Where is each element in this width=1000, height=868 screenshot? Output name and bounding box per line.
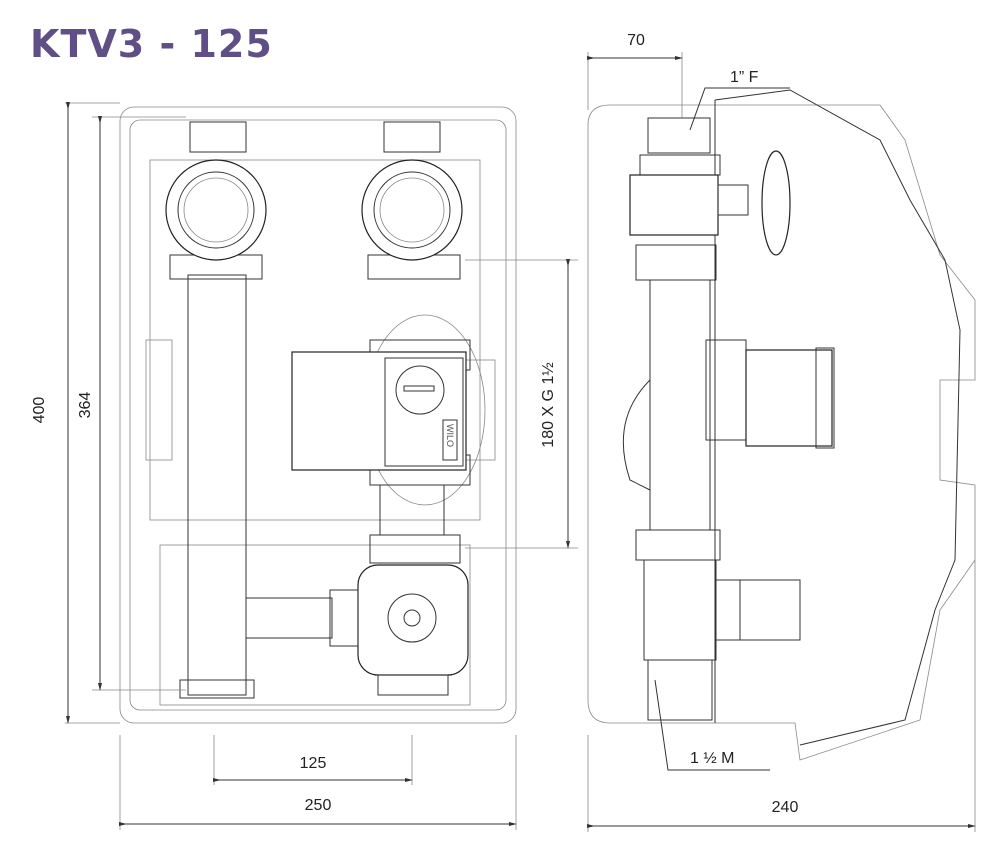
dimension-lines: 400 364 125 250 180 X G 1½ 70 <box>31 32 976 832</box>
pump-logo: WILO <box>445 424 455 447</box>
dimension-depth: 240 <box>772 799 799 816</box>
dimension-side-offset: 70 <box>627 32 645 49</box>
label-bottom-connection: 1 ½ M <box>690 750 734 767</box>
dimension-width: 250 <box>305 797 332 814</box>
product-title: KTV3 - 125 <box>30 22 273 66</box>
dimension-height-inner: 364 <box>77 392 94 419</box>
side-view <box>587 89 976 761</box>
dimension-pipe-spacing: 125 <box>300 755 327 772</box>
dimension-height-total: 400 <box>31 397 48 424</box>
label-top-connection: 1” F <box>730 69 759 86</box>
dimension-pump-length: 180 X G 1½ <box>540 362 557 447</box>
front-view: WILO <box>119 106 517 724</box>
